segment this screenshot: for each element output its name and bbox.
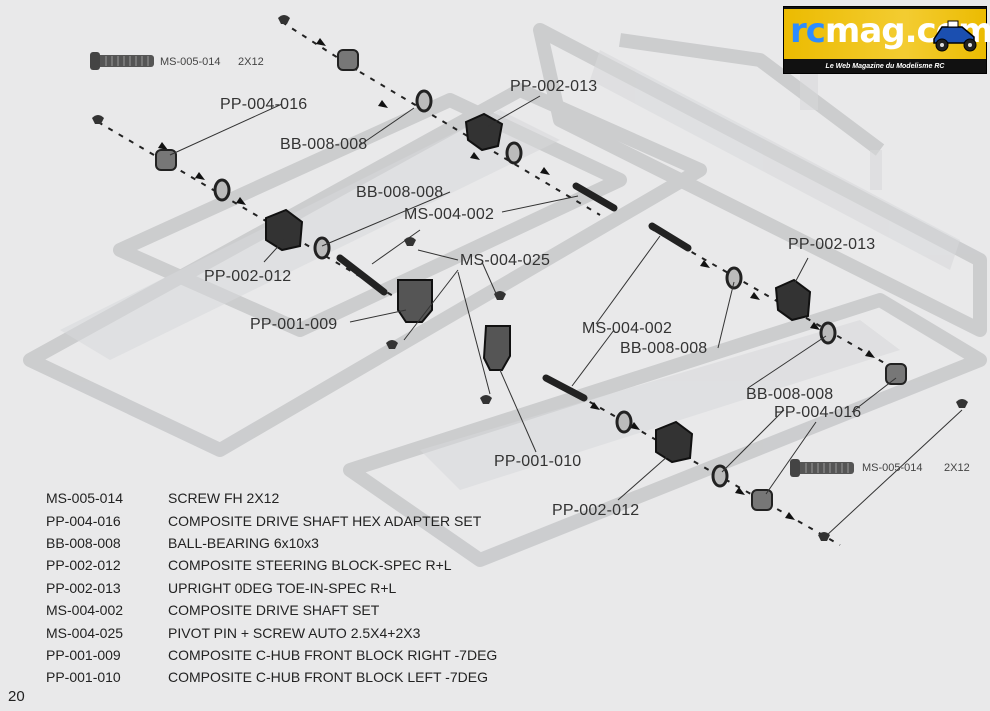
parts-list-row: PP-004-016 COMPOSITE DRIVE SHAFT HEX ADAP… [40,509,600,531]
part-description: PIVOT PIN + SCREW AUTO 2.5X4+2X3 [168,624,421,641]
callout-bb-008-008-top: BB-008-008 [280,136,368,153]
callout-bb-008-008-mid: BB-008-008 [356,184,444,201]
callout-pp-001-010: PP-001-010 [494,453,582,470]
callout-ms-004-002-top: MS-004-002 [404,206,495,223]
callout-pp-002-013-right: PP-002-013 [788,236,876,253]
part-code: MS-004-025 [46,624,124,641]
part-code: PP-002-013 [46,579,121,596]
parts-list-row: PP-001-010 COMPOSITE C-HUB FRONT BLOCK LE… [40,666,600,688]
part-code: BB-008-008 [46,534,121,551]
parts-list-row: PP-002-013 UPRIGHT 0DEG TOE-IN-SPEC R+L [40,577,600,599]
screw-part-right [790,459,854,477]
bearing-parts [213,89,837,488]
parts-list-row: MS-004-025 PIVOT PIN + SCREW AUTO 2.5X4+2… [40,621,600,643]
callout-pp-002-013-top: PP-002-013 [510,78,598,95]
callout-ms-005-014-top-size: 2X12 [238,56,264,68]
c-hub-parts [397,279,511,371]
part-code: PP-001-009 [46,646,121,663]
part-code: PP-004-016 [46,512,121,529]
page-number: 20 [8,688,25,705]
callout-ms-005-014-top: MS-005-014 [160,56,221,68]
part-description: COMPOSITE C-HUB FRONT BLOCK RIGHT -7DEG [168,646,498,663]
rc-car-icon [933,20,977,52]
callout-pp-002-012-left: PP-002-012 [204,268,292,285]
callout-ms-004-002-right: MS-004-002 [582,320,673,337]
clip-parts [92,15,968,541]
parts-list-row: MS-004-002 COMPOSITE DRIVE SHAFT SET [40,599,600,621]
part-description: BALL-BEARING 6x10x3 [168,534,319,551]
upright-parts [265,112,812,464]
drive-shaft-parts [336,182,692,402]
arrow-heads [158,38,875,520]
part-description: COMPOSITE DRIVE SHAFT HEX ADAPTER SET [168,512,482,529]
part-description: UPRIGHT 0DEG TOE-IN-SPEC R+L [168,579,397,596]
part-description: COMPOSITE STEERING BLOCK-SPEC R+L [168,557,452,574]
callout-ms-004-025: MS-004-025 [460,252,551,269]
part-code: MS-004-002 [46,602,124,619]
callout-ms-005-014-right-size: 2X12 [944,462,970,474]
part-code: MS-005-014 [46,490,124,507]
callout-pp-001-009: PP-001-009 [250,316,338,333]
leader-lines [169,95,963,537]
logo-tagline: Le Web Magazine du Modelisme RC [825,63,945,70]
parts-list-row: PP-001-009 COMPOSITE C-HUB FRONT BLOCK RI… [40,644,600,666]
callout-pp-002-012-right: PP-002-012 [552,502,640,519]
rcmag-logo[interactable]: rcmag.com Le Web Magazine du Modelisme R… [783,6,990,74]
screw-part-top [90,52,154,70]
parts-list-row: BB-008-008 BALL-BEARING 6x10x3 [40,532,600,554]
part-description: COMPOSITE C-HUB FRONT BLOCK LEFT -7DEG [168,669,488,686]
part-code: PP-001-010 [46,669,121,686]
callout-bb-008-008-right: BB-008-008 [620,340,708,357]
callout-bb-008-008-lower: BB-008-008 [746,386,834,403]
chassis-background-fill [60,40,960,490]
part-description: COMPOSITE DRIVE SHAFT SET [168,602,380,619]
parts-list-row: MS-005-014 SCREW FH 2X12 [40,487,600,509]
callout-pp-004-016-right: PP-004-016 [774,404,862,421]
parts-list-row: PP-002-012 COMPOSITE STEERING BLOCK-SPEC … [40,554,600,576]
callout-pp-004-016-top: PP-004-016 [220,96,308,113]
part-code: PP-002-012 [46,557,121,574]
callout-ms-005-014-right: MS-005-014 [862,462,923,474]
part-description: SCREW FH 2X12 [168,490,280,507]
